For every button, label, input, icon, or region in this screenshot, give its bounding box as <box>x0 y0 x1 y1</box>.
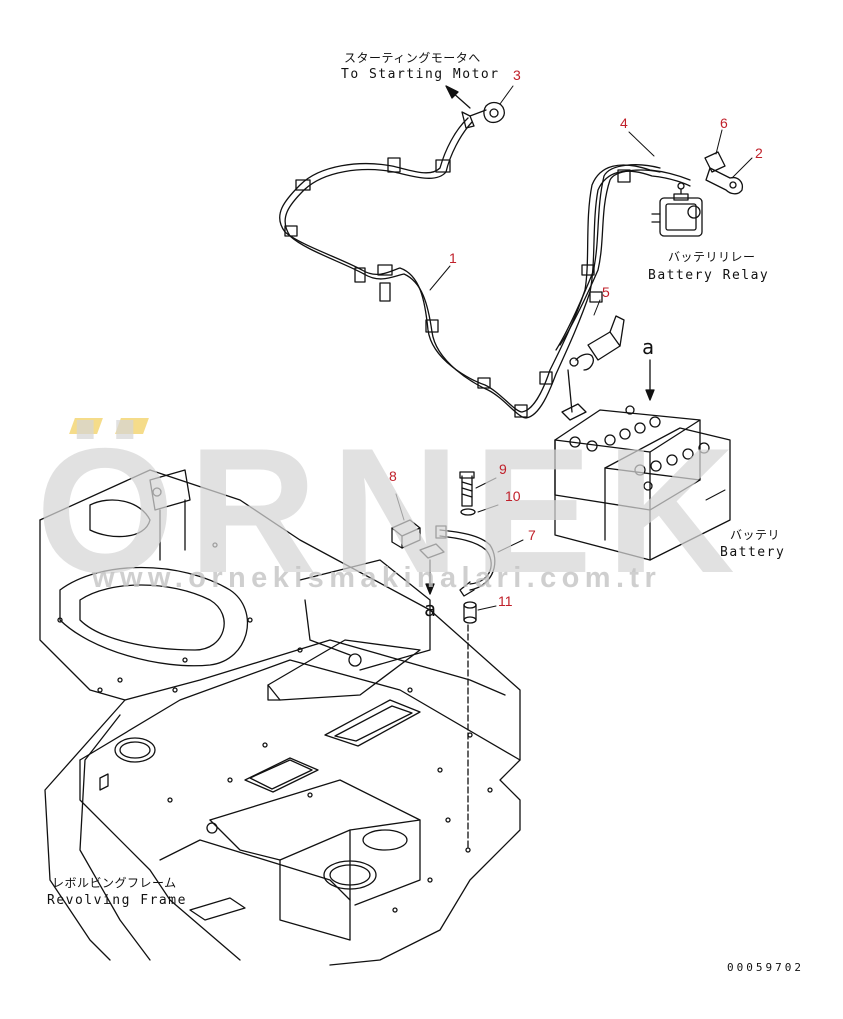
spacer-11 <box>463 601 477 624</box>
part-number-5: 5 <box>602 284 610 300</box>
label-starting-motor-en: To Starting Motor <box>341 67 500 82</box>
label-battery-relay-jp: バッテリリレー <box>668 250 756 264</box>
drawing-code: 00059702 <box>727 961 804 974</box>
part-number-2: 2 <box>755 145 763 161</box>
label-starting-motor-jp: スターティングモータへ <box>344 51 481 65</box>
label-battery-en: Battery <box>720 545 786 560</box>
battery-relay <box>651 182 703 237</box>
part-number-10: 10 <box>505 488 521 504</box>
part-number-8: 8 <box>389 468 397 484</box>
watermark-site: www.ornekismakinalari.com.tr <box>92 562 662 594</box>
watermark-brand: ÖRNEK <box>36 411 749 610</box>
part-number-4: 4 <box>620 115 628 131</box>
ground-cable <box>435 525 496 597</box>
label-revolving-frame-en: Revolving Frame <box>47 893 187 908</box>
connection-mark-a-upper: a <box>642 335 656 359</box>
part-number-1: 1 <box>449 250 457 266</box>
part-number-3: 3 <box>513 67 521 83</box>
label-revolving-frame-jp: レボルビングフレーム <box>52 876 177 890</box>
washer-10 <box>460 508 476 516</box>
terminal-boot-2 <box>704 151 744 195</box>
revolving-frame <box>39 469 521 966</box>
label-battery-relay-en: Battery Relay <box>648 268 770 283</box>
part-number-6: 6 <box>720 115 728 131</box>
part-number-11: 11 <box>498 593 513 609</box>
connection-mark-a-lower: a <box>424 597 438 621</box>
label-battery-jp: バッテリ <box>730 528 781 542</box>
part-number-9: 9 <box>499 461 507 477</box>
part-number-7: 7 <box>528 527 536 543</box>
bolt-9 <box>459 471 475 507</box>
connector-5 <box>575 315 625 371</box>
batteries <box>554 357 731 561</box>
clamp-8 <box>391 519 445 559</box>
wiring-harness <box>279 85 691 419</box>
leader-lines <box>395 85 753 611</box>
